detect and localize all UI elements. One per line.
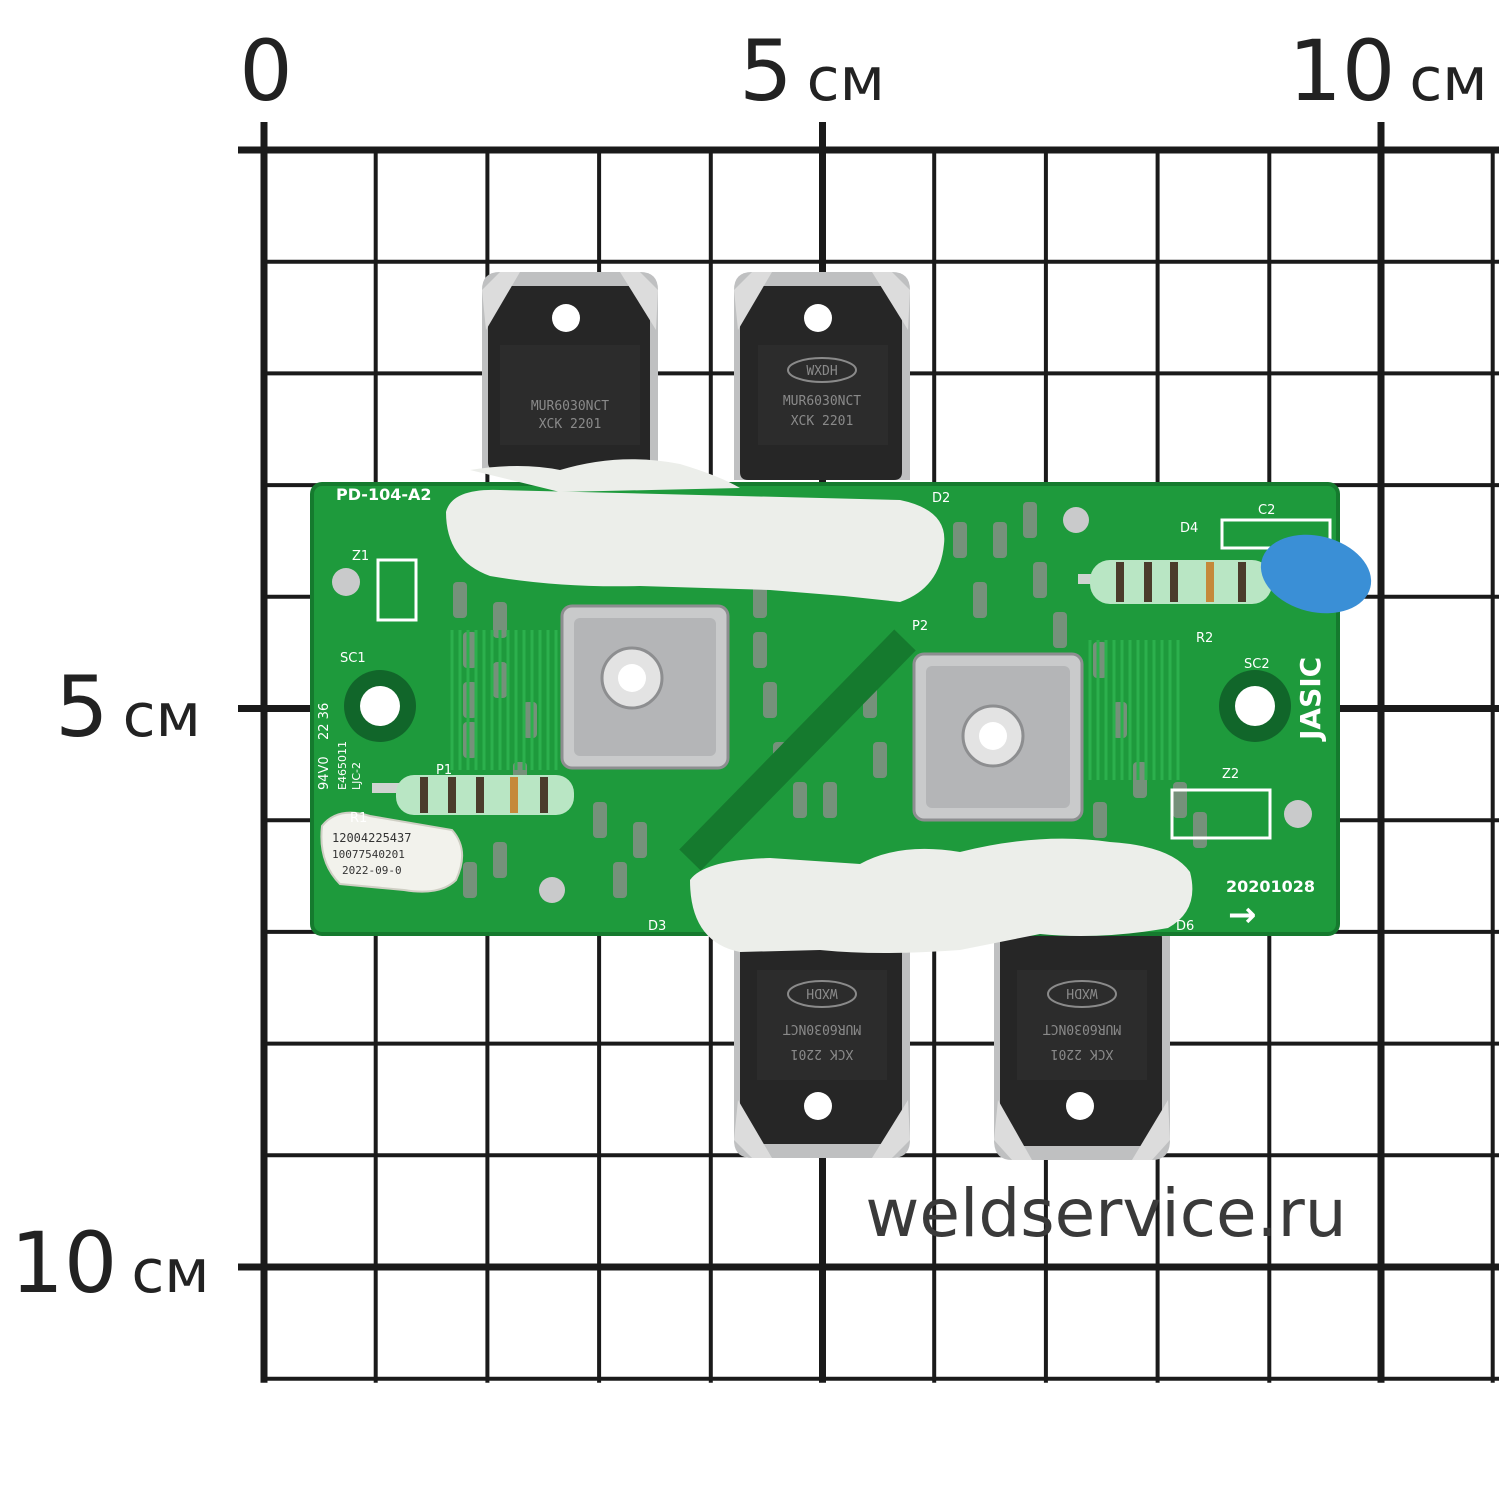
z2-outline [1170, 788, 1272, 840]
solder-pad [1173, 782, 1187, 818]
diode-marking-line2: XCK 2201 [791, 1046, 854, 1061]
capacitor-c2 [1260, 534, 1372, 614]
solder-pad [493, 602, 507, 638]
ref-d3: D3 [648, 919, 666, 934]
diode-marking-line2: XCK 2201 [791, 414, 854, 429]
solder-pad [1023, 502, 1037, 538]
diode-brand: WXDH [1066, 985, 1097, 1000]
svg-text:E465011: E465011 [336, 741, 349, 790]
diode-marking-area [500, 345, 640, 445]
solder-pad [753, 582, 767, 618]
svg-text:22 36: 22 36 [317, 703, 332, 740]
diode-marking-line1: MUR6030NCT [1043, 1021, 1121, 1036]
solder-pad [823, 782, 837, 818]
solder-pad [633, 822, 647, 858]
diode-marking-line1: MUR6030NCT [531, 399, 609, 414]
z1-outline [376, 558, 418, 622]
ref-p2: P2 [912, 619, 928, 634]
diode-marking-line2: XCK 2201 [539, 417, 602, 432]
resistor-r1 [372, 775, 574, 815]
ref-z2: Z2 [1222, 767, 1239, 782]
solder-pad [873, 742, 887, 778]
ref-r2: R2 [1196, 631, 1213, 646]
diode-marking-line1: MUR6030NCT [783, 394, 861, 409]
serial-sticker: 12004225437 10077540201 2022-09-0 [320, 811, 463, 893]
cert-marking: 94V0 22 36 [317, 703, 332, 790]
diode-brand: WXDH [806, 364, 837, 379]
cert-marking-2: E465011 [336, 741, 349, 790]
mounting-hole-sc1 [344, 670, 416, 742]
solder-pad [793, 782, 807, 818]
mounting-hole-sc2 [1219, 670, 1291, 742]
sticker-line1: 12004225437 [332, 831, 411, 845]
solder-pad [453, 582, 467, 618]
solder-pad [493, 842, 507, 878]
diode-top-right: WXDH MUR6030NCT XCK 2201 [734, 272, 910, 480]
pcb-isolation-gap [679, 629, 916, 871]
ref-sc1: SC1 [340, 651, 366, 666]
ref-z1: Z1 [352, 549, 369, 564]
svg-text:94V0: 94V0 [317, 756, 332, 790]
screw-z2 [1284, 800, 1312, 828]
diode-marking-line1: MUR6030NCT [783, 1021, 861, 1036]
solder-pad [463, 862, 477, 898]
sticker-line2: 10077540201 [332, 848, 405, 861]
solder-pad [753, 632, 767, 668]
cert-marking-3: LJC-2 [350, 762, 363, 790]
board-date-code: 20201028 [1226, 877, 1315, 896]
wxdh-logo-icon [1047, 980, 1117, 1008]
solder-pad [993, 522, 1007, 558]
ref-sc2: SC2 [1244, 657, 1270, 672]
ref-d4: D4 [1180, 521, 1198, 536]
svg-text:LJC-2: LJC-2 [350, 762, 363, 790]
ref-p1: P1 [436, 763, 452, 778]
solder-pad [1193, 812, 1207, 848]
board-model: PD-104-A2 [336, 485, 432, 504]
pcb-board: 12004225437 10077540201 2022-09-0 PD-104… [310, 459, 1372, 953]
wxdh-logo-icon [787, 357, 857, 383]
brand-logo: JASIC [1294, 657, 1327, 742]
solder-pad [763, 682, 777, 718]
solder-pad [973, 582, 987, 618]
diode-marking-line2: XCK 2201 [1051, 1046, 1114, 1061]
arrow-icon: → [1228, 895, 1257, 935]
diode-bottom-left: XCK 2201 MUR6030NCT WXDH [734, 930, 910, 1158]
diode-bottom-right: XCK 2201 MUR6030NCT WXDH [994, 930, 1170, 1160]
ref-r1: R1 [350, 811, 367, 826]
solder-pad [593, 802, 607, 838]
watermark: weldservice.ru [865, 1175, 1346, 1252]
solder-pad [1033, 562, 1047, 598]
diode-top-left: MUR6030NCT XCK 2201 [482, 272, 658, 470]
silicone-bottom [690, 838, 1193, 953]
sticker-line3: 2022-09-0 [342, 864, 402, 877]
solder-pad [613, 862, 627, 898]
ref-c2: C2 [1258, 503, 1275, 518]
solder-pad [1093, 802, 1107, 838]
solder-pad [1053, 612, 1067, 648]
pcb-traces [450, 502, 1207, 898]
screw-bottom [539, 877, 565, 903]
screw-z1 [332, 568, 360, 596]
ref-d6: D6 [1176, 919, 1194, 934]
clamp-left [560, 604, 730, 770]
screw-top [1063, 507, 1089, 533]
diode-brand: WXDH [806, 985, 837, 1000]
solder-pad [953, 522, 967, 558]
wxdh-logo-icon [787, 980, 857, 1008]
ref-d2: D2 [932, 491, 950, 506]
scale-top-0: 0 [239, 22, 292, 120]
silicone-top [446, 489, 945, 602]
clamp-right [912, 652, 1084, 822]
resistor-r2 [1078, 560, 1272, 604]
